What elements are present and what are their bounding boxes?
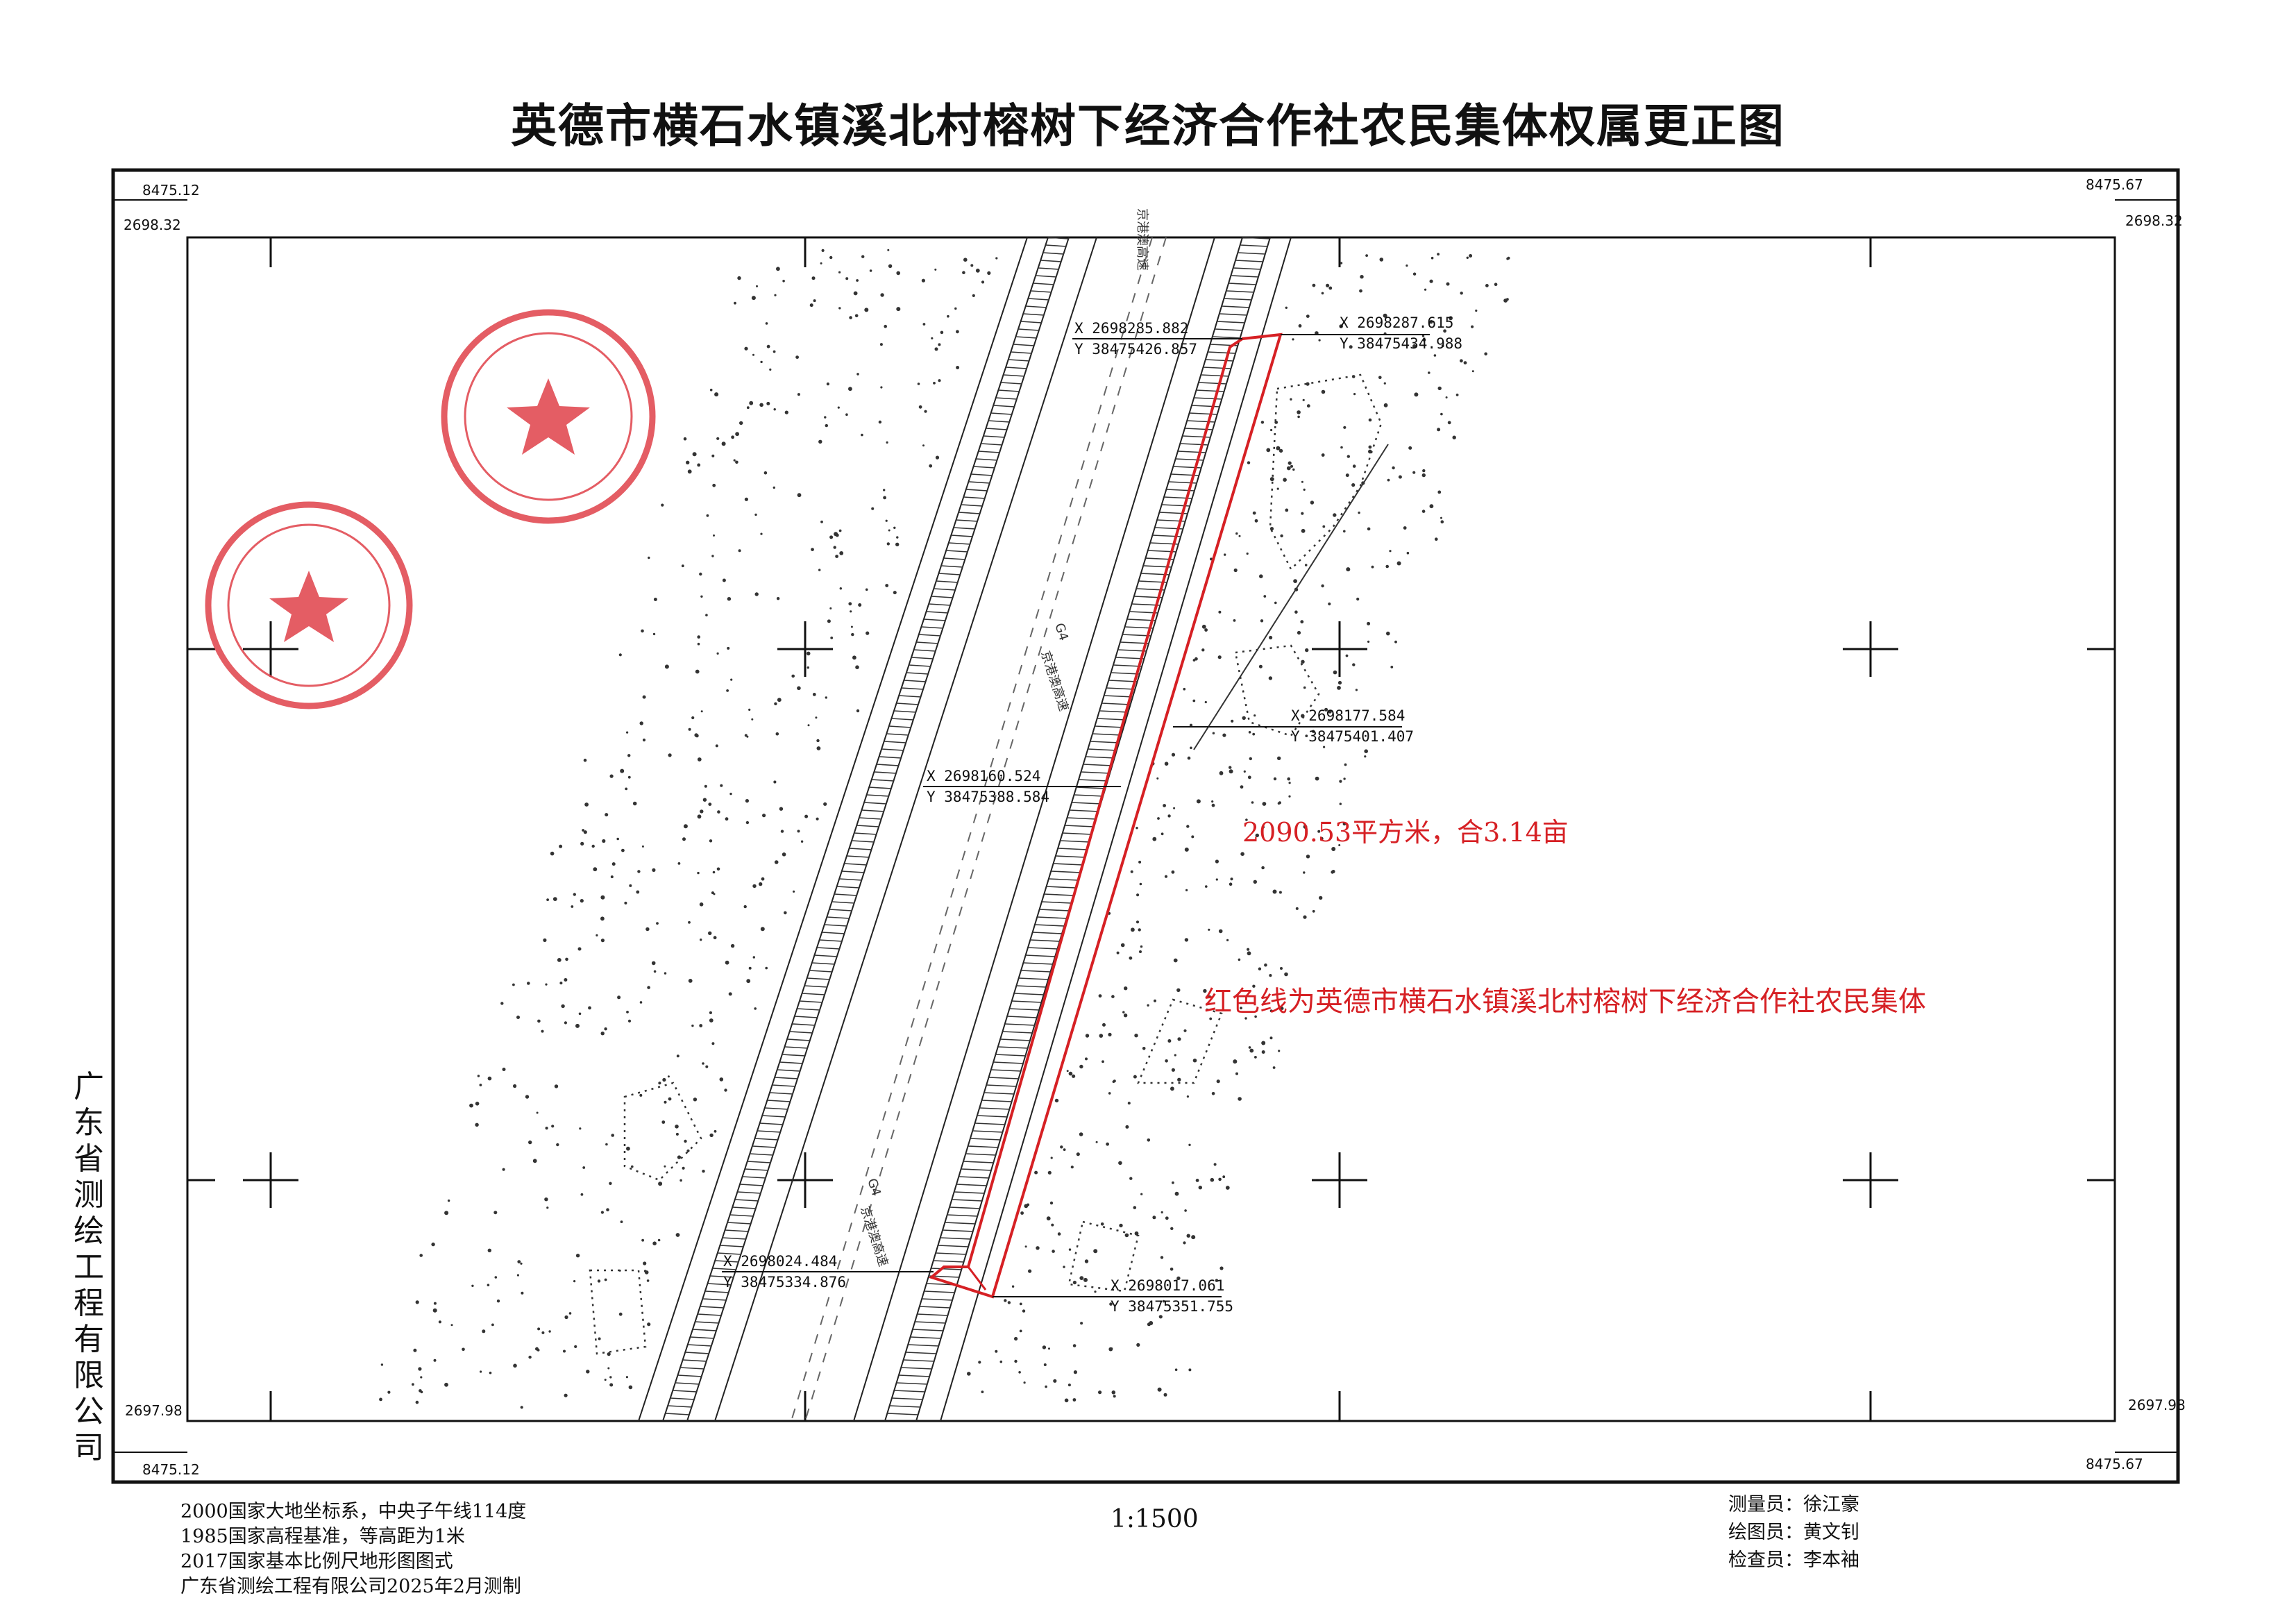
note-line: 2000国家大地坐标系，中央子午线114度 [180, 1501, 527, 1522]
corner-top-right-x: 8475.67 [2086, 176, 2143, 193]
coord-leaders [722, 334, 1430, 1297]
grid-ticks [187, 237, 2115, 1421]
embankment-hatch-east [887, 237, 1271, 1415]
corner-top-left-y: 2698.32 [124, 217, 181, 233]
town-government-seal [205, 501, 413, 709]
road-label: 京港澳高速 [857, 1204, 890, 1268]
staff-row: 测量员：徐江豪 [1728, 1494, 1859, 1515]
scale-label: 1:1500 [1111, 1505, 1199, 1533]
road-label: 京港澳高速 [1038, 649, 1071, 713]
corner-top-right-y: 2698.32 [2125, 212, 2183, 229]
staff-row: 绘图员：黄文钊 [1728, 1522, 1859, 1543]
village-cooperative-seal [441, 309, 656, 524]
road-label: G4 [1052, 621, 1071, 643]
map-notes: 2000国家大地坐标系，中央子午线114度 1985国家高程基准，等高距为1米 … [180, 1499, 526, 1599]
corner-bottom-left-y: 2697.98 [125, 1402, 183, 1419]
field-boundaries [589, 373, 1383, 1355]
side-company-name: 广东省测绘工程有限公司 [74, 1069, 104, 1465]
corner-bottom-right-x: 8475.67 [2086, 1456, 2143, 1472]
corner-bottom-left-x: 8475.12 [142, 1461, 200, 1478]
vegetation [379, 249, 1510, 1409]
note-line: 1985国家高程基准，等高距为1米 [180, 1526, 465, 1547]
area-label: 2090.53平方米，合3.14亩 [1242, 817, 1569, 848]
road-label: 京港澳高速 [1135, 208, 1149, 271]
corner-top-left-x: 8475.12 [142, 182, 200, 199]
outer-frame [111, 168, 2180, 1484]
parcel-boundary [928, 333, 1283, 1299]
corner-bottom-right-y: 2697.98 [2128, 1397, 2186, 1413]
map-title: 英德市横石水镇溪北村榕树下经济合作社农民集体权属更正图 [511, 99, 1785, 153]
note-line: 2017国家基本比例尺地形图图式 [180, 1551, 453, 1572]
inner-frame [186, 236, 2116, 1422]
embankment-hatch-west [665, 237, 1070, 1415]
staff-row: 检查员：李本袖 [1728, 1549, 1859, 1571]
grid-crosses [243, 621, 1898, 1208]
highway [638, 237, 1292, 1422]
note-line: 广东省测绘工程有限公司2025年2月测制 [180, 1576, 521, 1597]
road-label: G4 [864, 1177, 884, 1198]
legend-label: 红色线为英德市横石水镇溪北村榕树下经济合作社农民集体 [1204, 986, 1926, 1018]
staff-list: 测量员：徐江豪 绘图员：黄文钊 检查员：李本袖 [1728, 1491, 1859, 1574]
